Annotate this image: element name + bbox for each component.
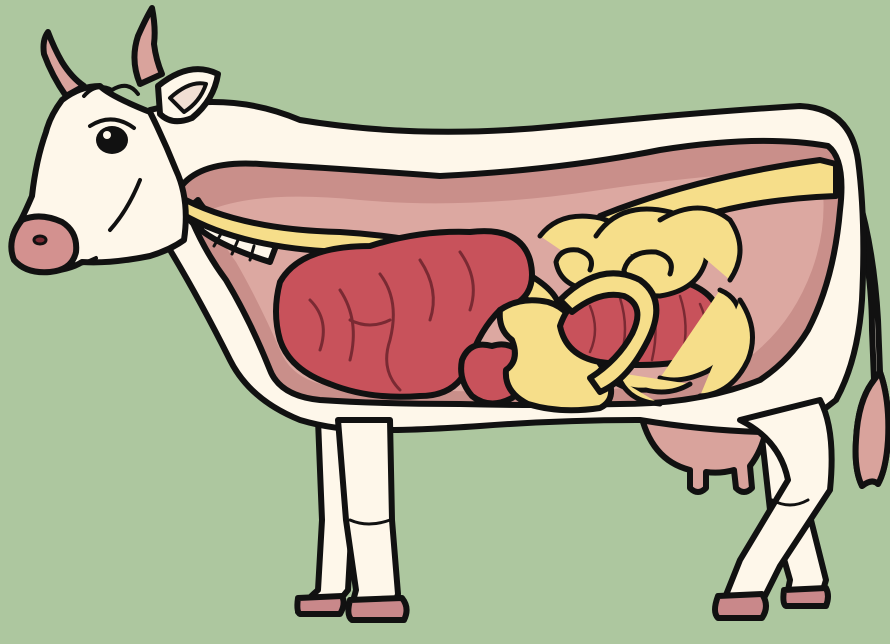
near-hind-hoof (715, 594, 766, 618)
far-front-hoof (297, 596, 343, 614)
eye (96, 126, 128, 154)
far-hind-hoof (783, 588, 828, 606)
eye-highlight (103, 131, 111, 139)
nostril (34, 236, 46, 244)
near-front-hoof (348, 598, 406, 620)
